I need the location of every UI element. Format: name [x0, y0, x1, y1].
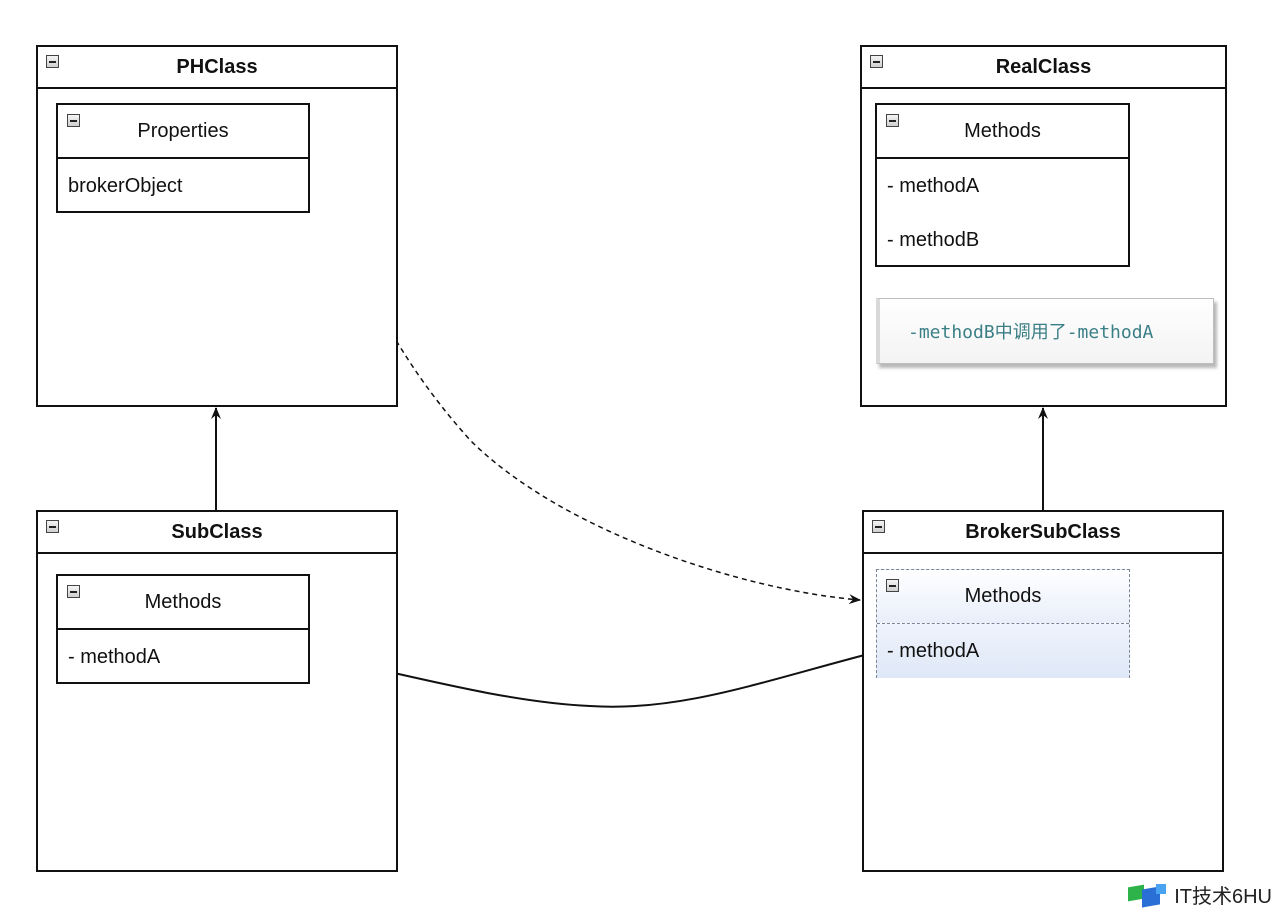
watermark-text: IT技术6HU [1174, 886, 1272, 908]
realclass-methods-section[interactable]: Methods - methodA - methodB [875, 103, 1130, 267]
brokersubclass-box[interactable]: BrokerSubClass Methods - methodA [862, 510, 1224, 872]
collapse-icon[interactable] [886, 114, 899, 127]
note-text: -methodB中调用了-methodA [908, 322, 1154, 343]
subclass-title: SubClass [171, 520, 263, 543]
realclass-note[interactable]: -methodB中调用了-methodA [876, 298, 1214, 364]
brokersubclass-title: BrokerSubClass [965, 520, 1121, 543]
method-a-item[interactable]: - methodA [877, 624, 1129, 678]
realclass-box[interactable]: RealClass Methods - methodA - methodB -m… [860, 45, 1227, 407]
collapse-icon[interactable] [886, 579, 899, 592]
phclass-properties-section[interactable]: Properties brokerObject [56, 103, 310, 213]
collapse-icon[interactable] [46, 55, 59, 68]
realclass-title: RealClass [995, 55, 1092, 78]
watermark: IT技术6HU [1128, 880, 1272, 909]
section-title: Methods [144, 590, 222, 613]
subclass-box[interactable]: SubClass Methods - methodA [36, 510, 398, 872]
phclass-header: PHClass [38, 47, 396, 89]
section-title: Methods [964, 119, 1041, 142]
methods-title-bar: Methods [877, 570, 1129, 624]
method-b-item[interactable]: - methodB [887, 228, 980, 251]
subclass-header: SubClass [38, 512, 396, 554]
subclass-methods-section[interactable]: Methods - methodA [56, 574, 310, 684]
collapse-icon[interactable] [870, 55, 883, 68]
method-a-item[interactable]: - methodA [68, 645, 161, 668]
property-broker-object[interactable]: brokerObject [68, 174, 183, 197]
brokersubclass-methods-section[interactable]: Methods - methodA [876, 569, 1130, 678]
realclass-header: RealClass [862, 47, 1225, 89]
method-call-arrow [309, 651, 877, 708]
collapse-icon[interactable] [46, 520, 59, 533]
phclass-box[interactable]: PHClass Properties brokerObject [36, 45, 398, 407]
methods-title-bar: Methods [877, 105, 1128, 159]
collapse-icon[interactable] [872, 520, 885, 533]
collapse-icon[interactable] [67, 114, 80, 127]
properties-title-bar: Properties [58, 105, 308, 159]
watermark-logo-icon [1128, 882, 1168, 908]
section-title: Properties [137, 119, 229, 142]
collapse-icon[interactable] [67, 585, 80, 598]
section-title: Methods [964, 585, 1042, 607]
brokersubclass-header: BrokerSubClass [864, 512, 1222, 554]
method-a-item[interactable]: - methodA [887, 174, 980, 197]
phclass-title: PHClass [176, 55, 258, 78]
methods-title-bar: Methods [58, 576, 308, 630]
